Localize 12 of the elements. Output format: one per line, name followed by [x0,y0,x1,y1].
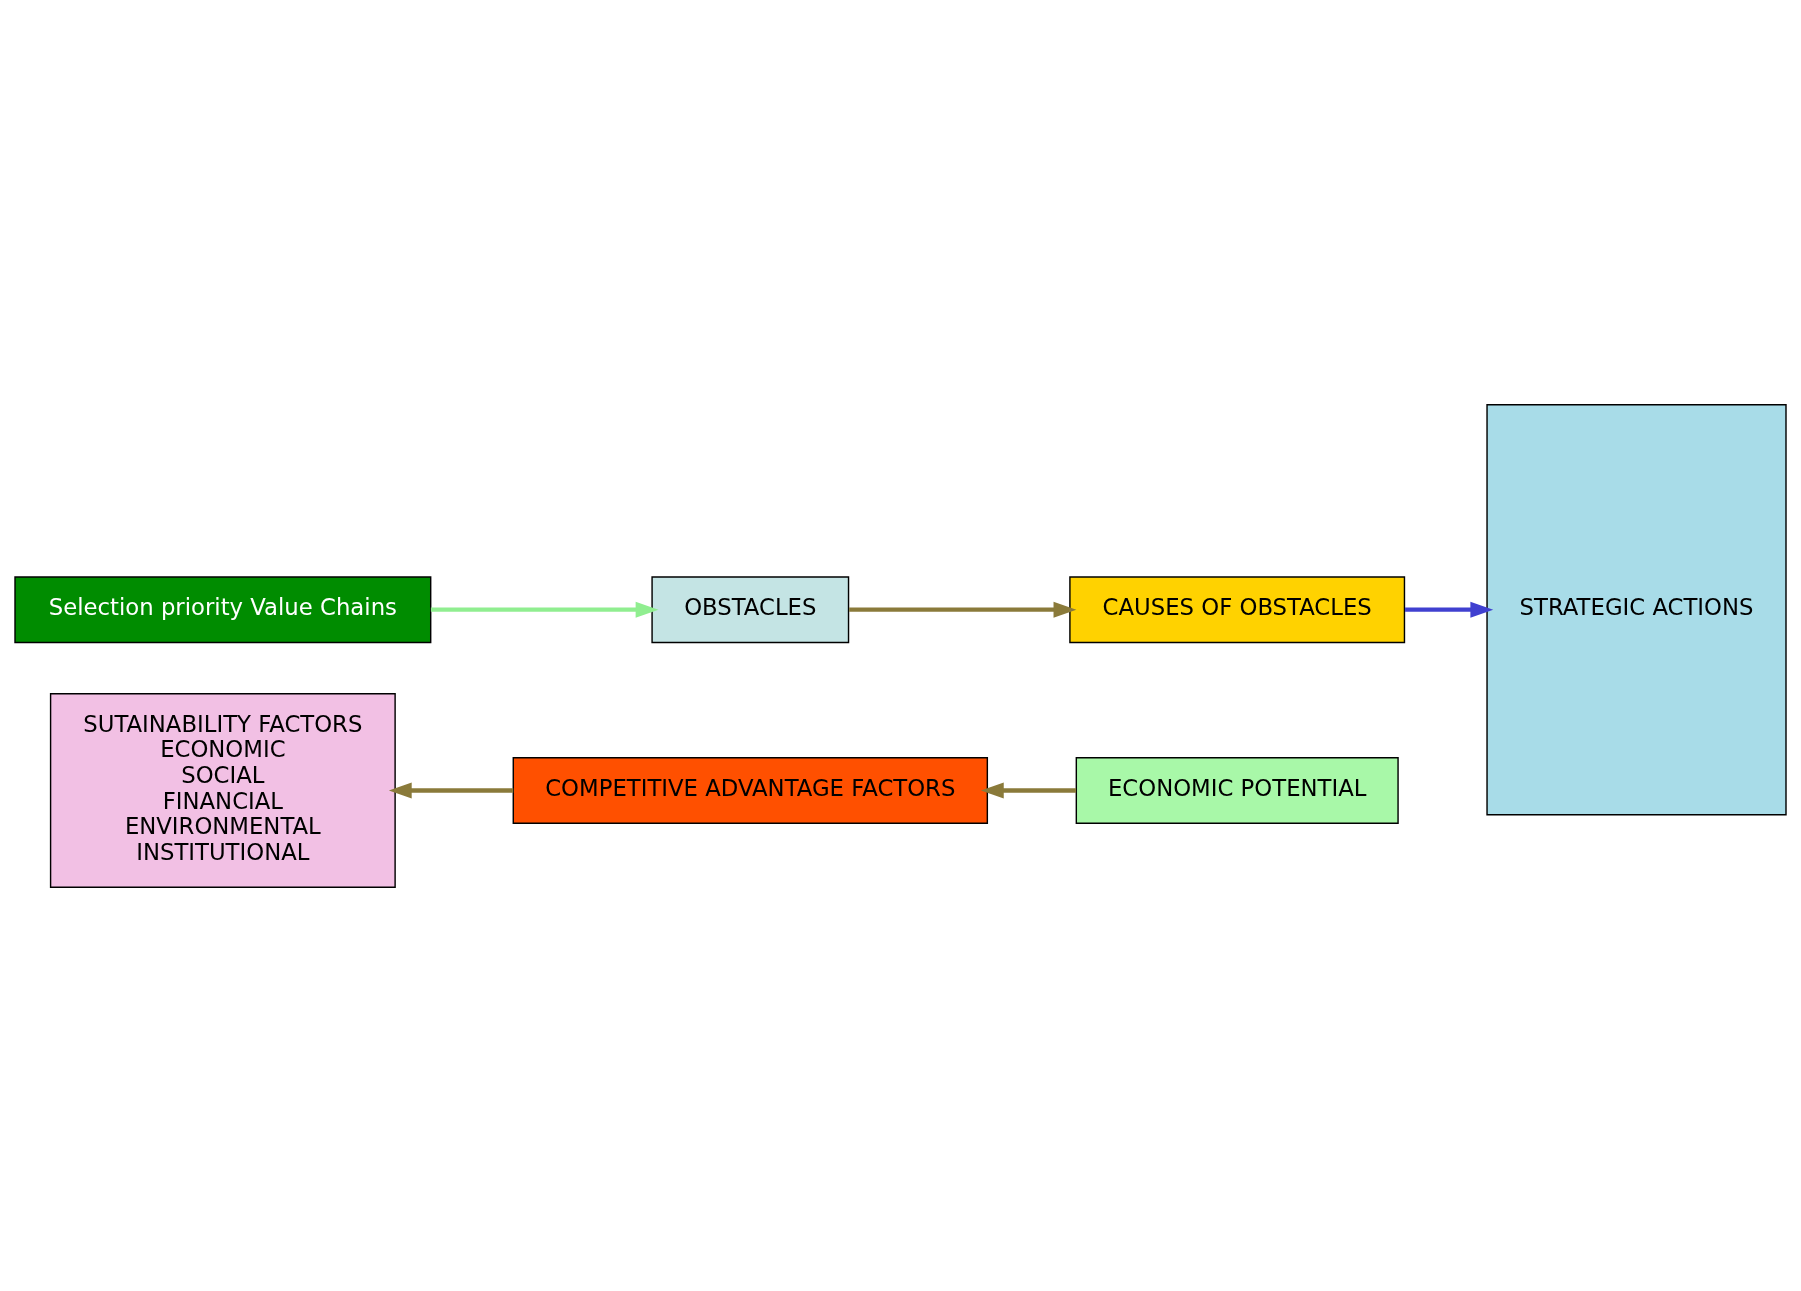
arrow [388,782,514,798]
node-box: SUTAINABILITY FACTORS ECONOMIC SOCIAL FINANCIAL ENVIRONMENTAL INSTITUTIONAL [49,692,396,888]
arrow [849,601,1077,618]
arrow [1405,601,1494,618]
arrow [980,782,1077,798]
node-box: OBSTACLES [651,575,850,643]
node-box: STRATEGIC ACTIONS [1486,403,1787,815]
node-box: CAUSES OF OBSTACLES [1069,575,1406,643]
node-box: Selection priority Value Chains [14,575,432,643]
arrow [430,601,659,618]
node-box: ECONOMIC POTENTIAL [1075,756,1399,824]
node-box: COMPETITIVE ADVANTAGE FACTORS [512,756,989,824]
